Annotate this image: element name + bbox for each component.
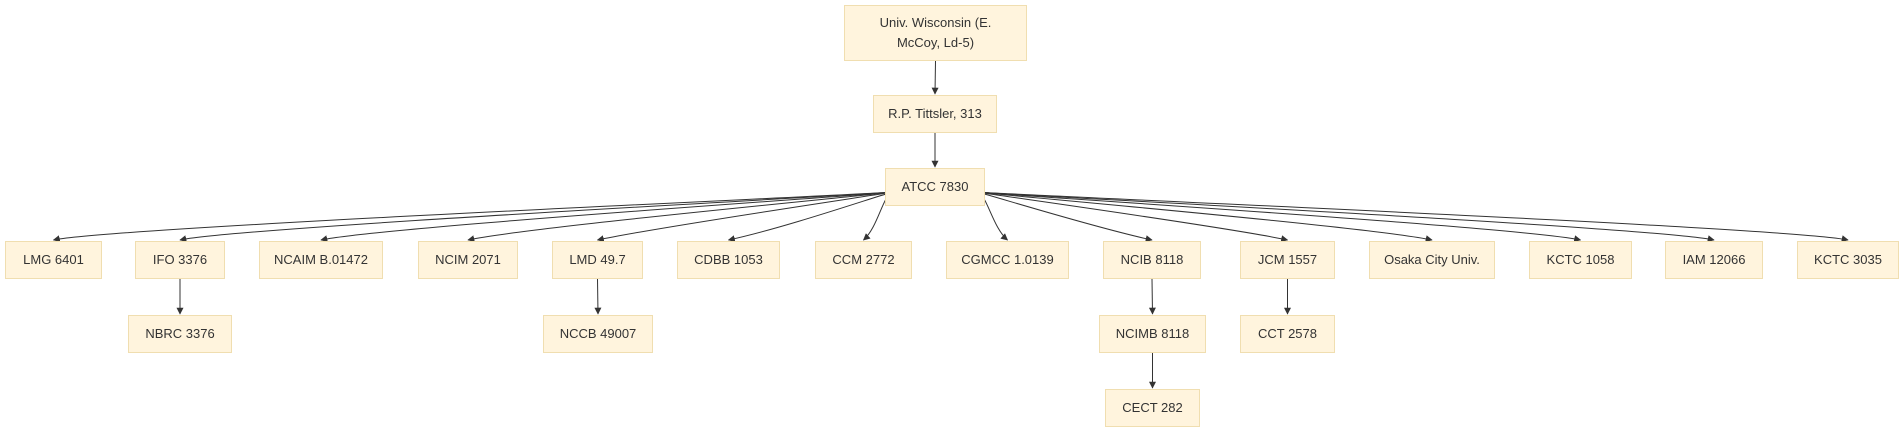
- edge-atcc-to-kctc1058: [976, 191, 1582, 243]
- edge-atcc-to-ncaim: [320, 191, 894, 243]
- edge-atcc-to-ncim: [467, 191, 894, 243]
- node-ncimb-8118: NCIMB 8118: [1099, 315, 1206, 353]
- node-nbrc-3376: NBRC 3376: [128, 315, 232, 353]
- node-atcc-7830: ATCC 7830: [885, 168, 985, 206]
- node-cdbb-1053: CDBB 1053: [677, 241, 780, 279]
- node-ifo-3376: IFO 3376: [135, 241, 225, 279]
- node-ncib-8118: NCIB 8118: [1103, 241, 1201, 279]
- edge-atcc-to-ifo: [179, 191, 894, 243]
- node-osaka-city-univ: Osaka City Univ.: [1369, 241, 1495, 279]
- edge-atcc-to-kctc3035: [976, 191, 1849, 243]
- node-cgmcc-1-0139: CGMCC 1.0139: [946, 241, 1069, 279]
- node-lmd-49-7: LMD 49.7: [552, 241, 643, 279]
- edge-ncib-to-ncimb: [1148, 278, 1156, 315]
- node-kctc-1058: KCTC 1058: [1529, 241, 1632, 279]
- node-iam-12066: IAM 12066: [1665, 241, 1763, 279]
- edge-atcc-to-lmd: [596, 191, 894, 243]
- node-cct-2578: CCT 2578: [1240, 315, 1335, 353]
- node-nccb-49007: NCCB 49007: [543, 315, 653, 353]
- edge-atcc-to-osaka: [976, 191, 1433, 243]
- node-univ-wisconsin: Univ. Wisconsin (E. McCoy, Ld-5): [844, 5, 1027, 61]
- node-ncim-2071: NCIM 2071: [418, 241, 518, 279]
- edge-atcc-to-jcm: [976, 191, 1289, 243]
- node-kctc-3035: KCTC 3035: [1797, 241, 1899, 279]
- node-cect-282: CECT 282: [1105, 389, 1200, 427]
- node-ccm-2772: CCM 2772: [815, 241, 912, 279]
- node-rp-tittsler: R.P. Tittsler, 313: [873, 95, 997, 133]
- edge-root-to-tittsler: [931, 60, 939, 95]
- node-lmg-6401: LMG 6401: [5, 241, 102, 279]
- edge-atcc-to-iam: [976, 191, 1715, 243]
- edge-lmd-to-nccb: [594, 278, 602, 315]
- node-jcm-1557: JCM 1557: [1240, 241, 1335, 279]
- node-ncaim-b01472: NCAIM B.01472: [259, 241, 383, 279]
